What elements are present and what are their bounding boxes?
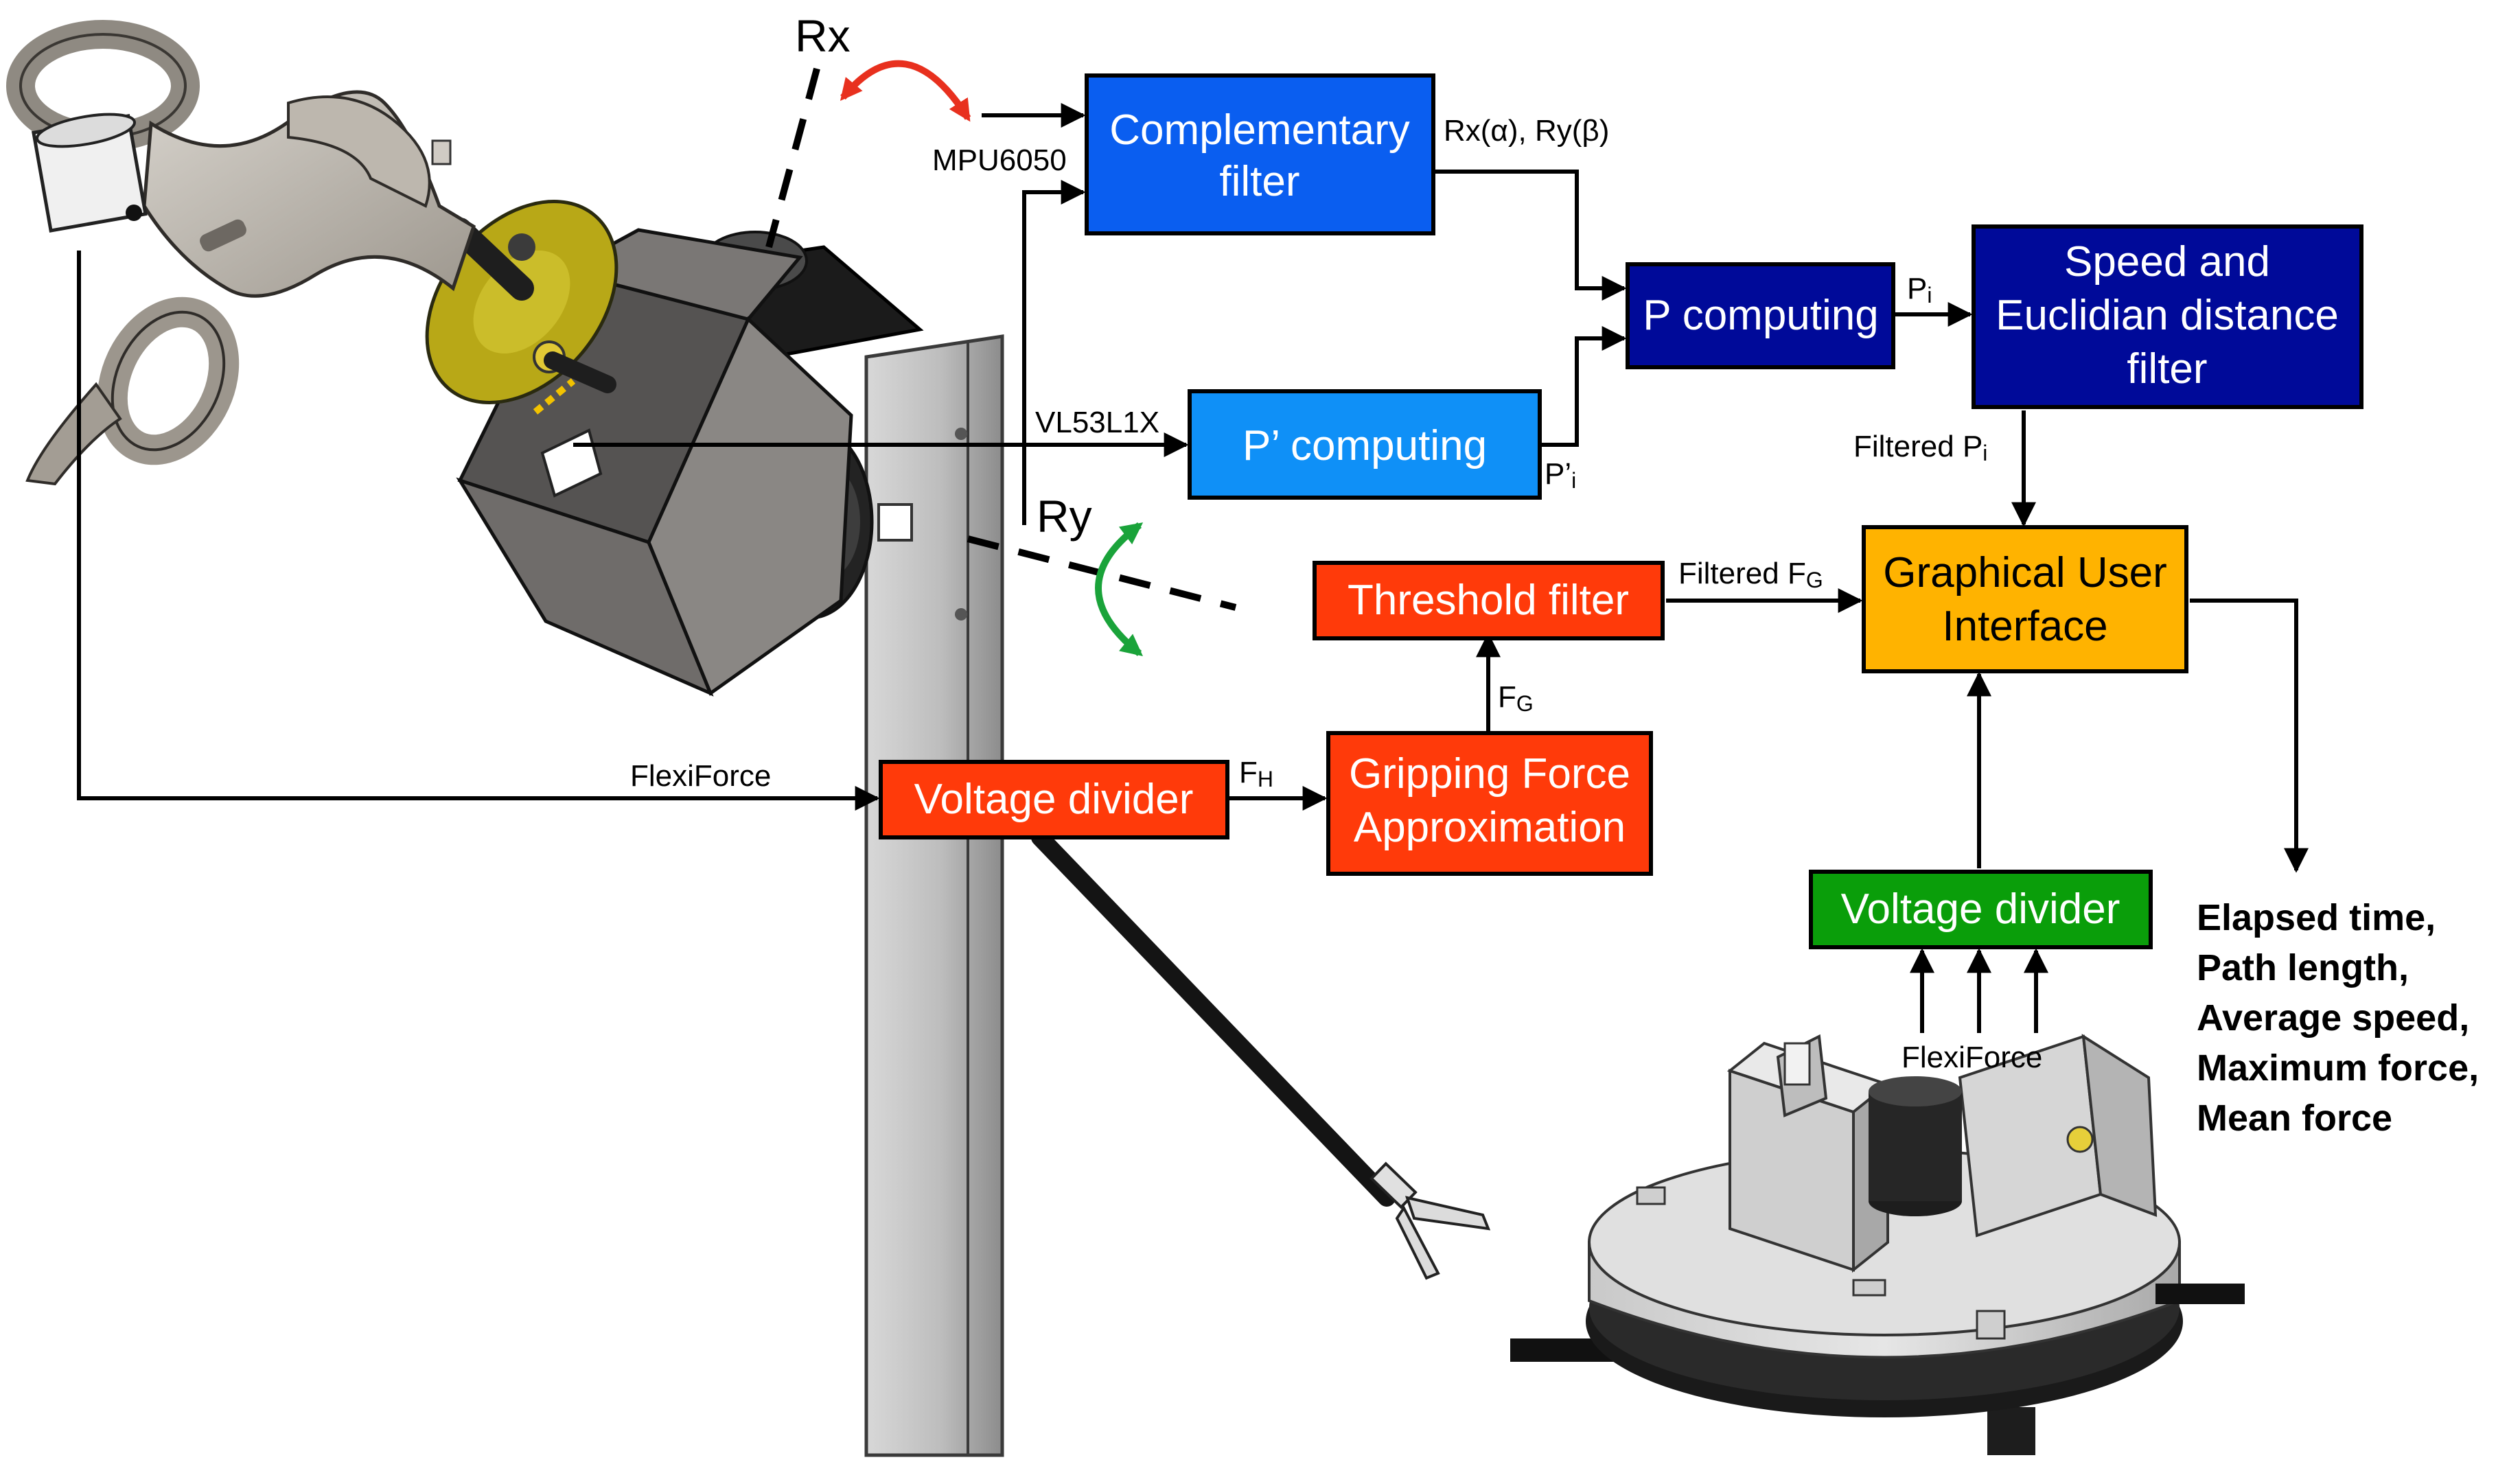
output-metric: Elapsed time, — [2197, 897, 2436, 938]
voltage-divider-right-label: Voltage divider — [1841, 885, 2120, 933]
speed-filter-block: Speed and Euclidian distance filter — [1972, 224, 2363, 409]
p-i-label: Pi — [1907, 272, 1932, 308]
handle-force-sensor — [32, 113, 148, 233]
gripping-force-line1: Gripping Force — [1349, 750, 1630, 798]
gripping-force-line2: Approximation — [1354, 804, 1626, 851]
complementary-filter-line1: Complementary — [1109, 106, 1410, 154]
vl53l1x-label: VL53L1X — [1035, 406, 1159, 439]
flexiforce-left-label: FlexiForce — [630, 759, 771, 793]
gui-block: Graphical User Interface — [1862, 525, 2188, 673]
gui-line1: Graphical User — [1883, 549, 2166, 596]
output-metrics: Elapsed time, Path length, Average speed… — [2197, 897, 2479, 1139]
connectors — [77, 103, 2309, 1033]
complementary-filter-block: Complementary filter — [1085, 73, 1435, 235]
p-prime-computing-label: P’ computing — [1242, 422, 1487, 469]
output-metric: Path length, — [2197, 947, 2409, 988]
rx-label: Rx — [795, 10, 851, 61]
speed-filter-line2: Euclidian distance — [1996, 292, 2339, 339]
p-computing-label: P computing — [1643, 292, 1879, 339]
instrument-shaft — [1031, 828, 1396, 1207]
rx-ry-label: Rx(α), Ry(β) — [1444, 114, 1609, 148]
gui-line2: Interface — [1942, 603, 2107, 650]
threshold-filter-label: Threshold filter — [1348, 577, 1629, 624]
output-metric: Maximum force, — [2197, 1047, 2479, 1089]
ry-rotation-arrow — [1095, 522, 1144, 657]
grasper-tip — [1369, 1161, 1491, 1280]
rx-rotation-arrow — [840, 60, 971, 122]
surgical-handle — [6, 20, 476, 486]
p-computing-block: P computing — [1626, 262, 1895, 369]
f-h-label: FH — [1239, 756, 1273, 791]
trainer-device-illustration — [6, 20, 1491, 1457]
gripping-force-block: Gripping Force Approximation — [1326, 731, 1653, 876]
speed-filter-line1: Speed and — [2064, 238, 2270, 286]
ry-label: Ry — [1037, 491, 1092, 542]
f-g-label: FG — [1498, 680, 1534, 716]
filtered-f-label: Filtered FG — [1678, 557, 1823, 592]
flexiforce-right-label: FlexiForce — [1901, 1041, 2042, 1074]
output-metric: Average speed, — [2197, 997, 2469, 1039]
threshold-filter-block: Threshold filter — [1313, 561, 1665, 640]
rx-axis-dash — [765, 67, 820, 248]
force-platform-illustration — [1510, 1034, 2245, 1455]
filtered-p-label: Filtered Pi — [1853, 430, 1987, 465]
p-prime-computing-block: P’ computing — [1188, 389, 1542, 500]
support-pole — [864, 334, 1004, 1457]
complementary-filter-line2: filter — [1219, 158, 1299, 205]
voltage-divider-right-block: Voltage divider — [1809, 870, 2153, 949]
ry-axis-dash — [967, 535, 1237, 611]
voltage-divider-left-block: Voltage divider — [879, 760, 1229, 839]
instrument-disc — [425, 200, 619, 404]
voltage-divider-left-label: Voltage divider — [914, 776, 1194, 823]
laser-beam-dash — [533, 378, 576, 415]
output-metric: Mean force — [2197, 1098, 2392, 1139]
mpu6050-label: MPU6050 — [932, 143, 1067, 177]
speed-filter-line3: filter — [2127, 345, 2207, 393]
p-prime-i-label: P’i — [1545, 457, 1576, 493]
